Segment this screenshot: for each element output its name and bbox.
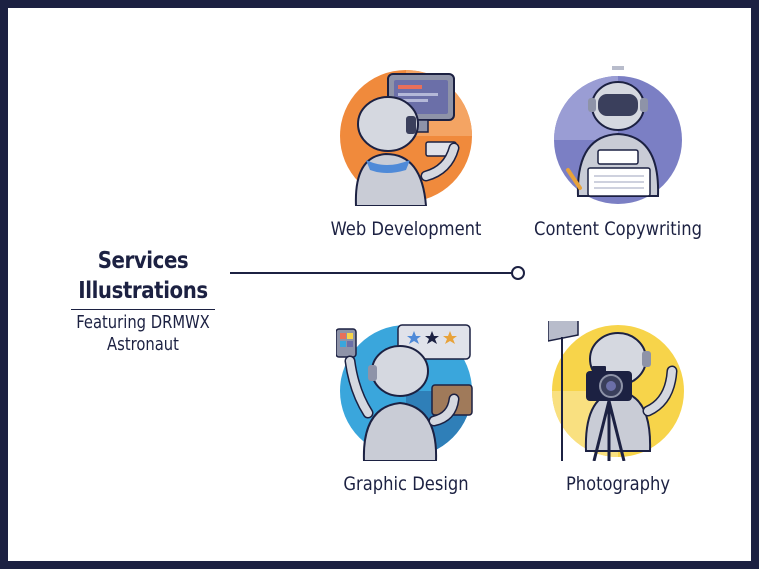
service-label-graphic-design: Graphic Design: [343, 473, 469, 495]
content-copywriting-illustration: [554, 66, 682, 204]
service-label-photography: Photography: [565, 473, 671, 495]
service-web-development: Web Development: [296, 66, 516, 240]
service-content-copywriting: Content Copywriting: [508, 66, 728, 240]
title-block: Services Illustrations Featuring DRMWX A…: [48, 246, 238, 356]
connector-line: [230, 272, 520, 274]
title-line-1: Services: [97, 248, 189, 274]
notepad-icon: [587, 167, 651, 197]
service-label-web-development: Web Development: [330, 218, 482, 240]
graphic-design-illustration: [336, 324, 473, 461]
web-development-illustration: [340, 70, 472, 206]
service-label-content-copywriting: Content Copywriting: [534, 218, 702, 240]
service-graphic-design: Graphic Design: [296, 321, 516, 495]
service-photography: Photography: [508, 321, 728, 495]
subtitle-line-1: Featuring DRMWX: [76, 312, 210, 333]
lightbulb-icon: [612, 66, 624, 70]
illustration-card: Services Illustrations Featuring DRMWX A…: [8, 8, 751, 561]
subtitle-line-2: Astronaut: [107, 334, 179, 355]
softbox-light-icon: [548, 321, 579, 461]
palette-icon: [336, 328, 357, 358]
tripod-icon: [592, 400, 626, 461]
title-line-2: Illustrations: [78, 278, 208, 304]
title-divider: [71, 309, 215, 310]
connector-dot: [511, 266, 525, 280]
camera-icon: [586, 366, 632, 401]
photography-illustration: [548, 321, 684, 461]
